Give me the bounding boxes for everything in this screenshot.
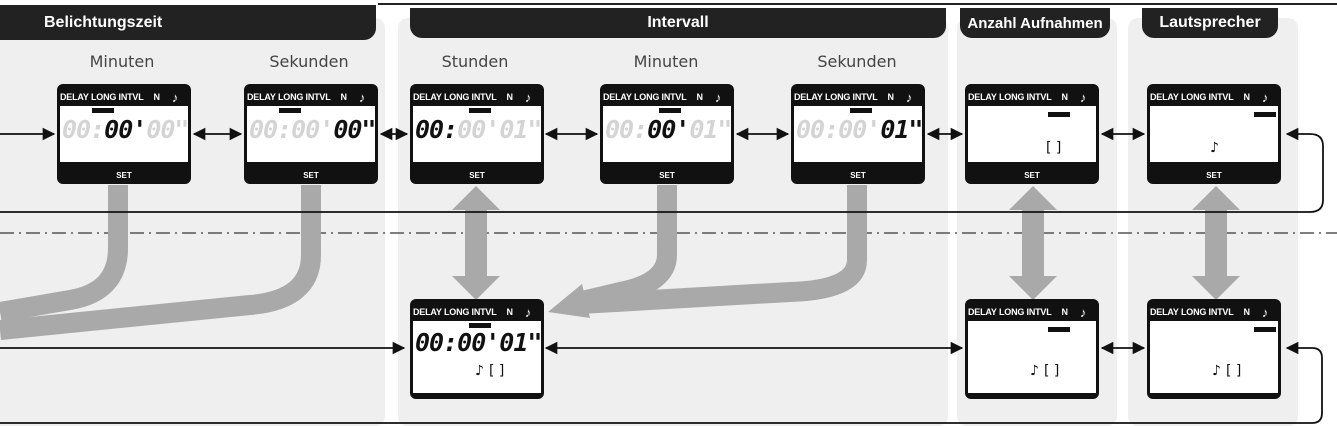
connector-bottom-loop — [0, 341, 1323, 424]
connector-top-loop — [0, 127, 1324, 213]
mode-indicator — [469, 323, 491, 328]
double-arrow-lautsprecher — [1192, 186, 1240, 300]
mode-indicator — [1254, 112, 1276, 117]
double-arrow-anzahl — [1009, 186, 1057, 300]
sublabel-minuten-interval: Minuten — [633, 52, 699, 71]
note-icon: ♪ — [1079, 304, 1087, 320]
mode-indicator — [1254, 327, 1276, 332]
note-icon: ♪ — [524, 304, 532, 320]
flow-exp-min — [0, 185, 128, 322]
sublabel-sekunden-exposure: Sekunden — [269, 52, 349, 71]
double-arrow-interval — [452, 186, 500, 300]
speaker-note-icon: ♪ — [1212, 363, 1221, 379]
header-anzahl-aufnahmen: Anzahl Aufnahmen — [960, 8, 1110, 38]
flow-int-arrowhead — [548, 284, 590, 318]
sublabel-stunden: Stunden — [441, 52, 509, 71]
note-icon: ♪ — [1261, 304, 1269, 320]
set-label: SET — [116, 171, 132, 180]
note-icon: ♪ — [1079, 89, 1087, 105]
speaker-note-icon: ♪ — [1030, 363, 1039, 379]
sublabel-sekunden-interval: Sekunden — [817, 52, 897, 71]
time-readout: 00:00'00" — [62, 115, 189, 144]
note-icon: ♪ — [358, 89, 366, 105]
count-bracket: [ ] — [1044, 363, 1060, 379]
set-label: SET — [659, 171, 675, 180]
sublabel-minuten-exposure: Minuten — [89, 52, 155, 71]
set-label: SET — [303, 171, 319, 180]
header-lautsprecher: Lautsprecher — [1142, 8, 1278, 38]
header-intervall: Intervall — [410, 8, 946, 38]
mode-indicator — [92, 108, 114, 113]
count-bracket: [ ] — [1226, 363, 1242, 379]
speaker-note-icon: ♪ — [1210, 140, 1219, 156]
time-readout: 00:00'01" — [415, 328, 542, 357]
note-icon: ♪ — [171, 89, 179, 105]
flow-exp-sec — [0, 185, 321, 340]
time-readout: 00:00'00" — [249, 115, 376, 144]
set-label: SET — [469, 171, 485, 180]
note-icon: ♪ — [524, 89, 532, 105]
time-readout: 00:00'01" — [415, 115, 542, 144]
mode-indicator — [469, 108, 491, 113]
top-divider — [378, 3, 1337, 5]
mode-indicator — [1048, 327, 1070, 332]
speaker-note-icon: ♪ — [475, 363, 484, 379]
set-label: SET — [1024, 171, 1040, 180]
note-icon: ♪ — [1261, 89, 1269, 105]
set-label: SET — [850, 171, 866, 180]
time-readout: 00:00'01" — [605, 115, 732, 144]
mode-indicator — [279, 108, 301, 113]
time-readout: 00:00'01" — [796, 115, 923, 144]
header-belichtungszeit: Belichtungszeit — [0, 5, 376, 40]
flow-int-min — [575, 185, 677, 312]
mode-indicator — [659, 108, 681, 113]
flow-int-sec — [579, 185, 867, 314]
note-icon: ♪ — [714, 89, 722, 105]
mode-indicator — [850, 108, 872, 113]
count-bracket: [ ] — [1046, 140, 1062, 156]
mode-indicator — [1048, 112, 1070, 117]
set-label: SET — [1206, 171, 1222, 180]
note-icon: ♪ — [905, 89, 913, 105]
count-bracket: [ ] — [489, 363, 505, 379]
